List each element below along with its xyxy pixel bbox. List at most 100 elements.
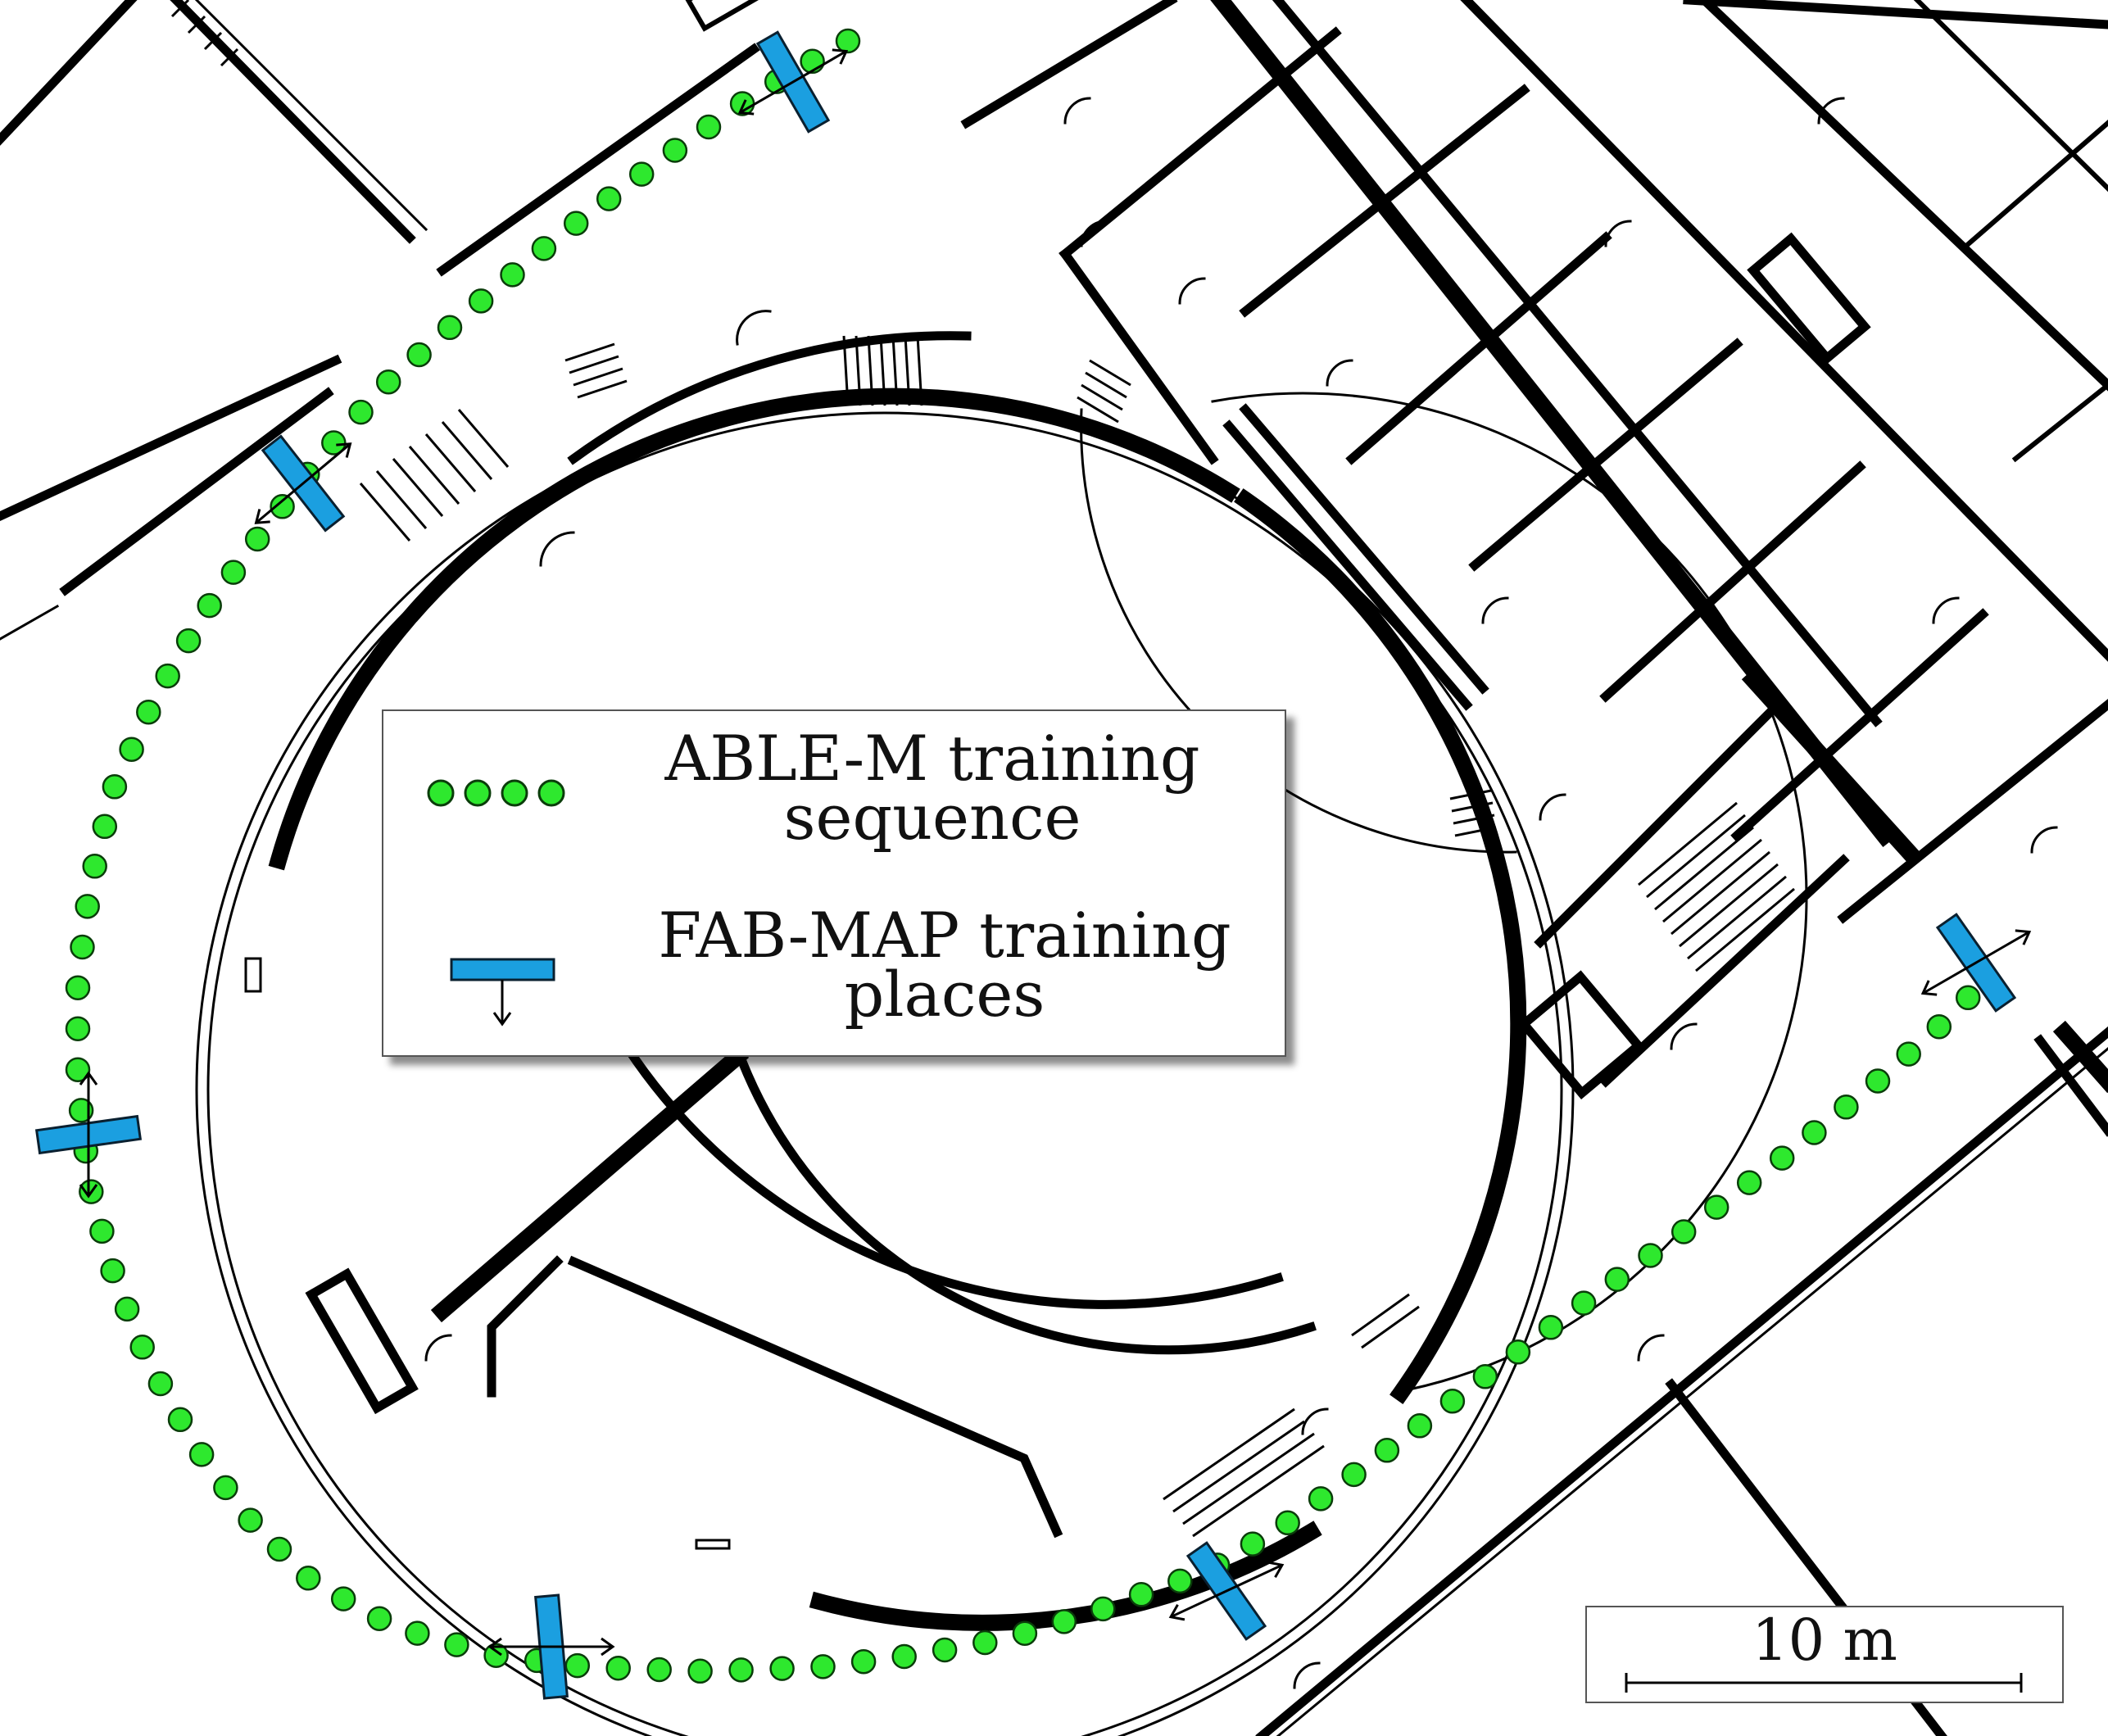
sequence-point [321, 430, 347, 456]
sequence-point [1671, 1219, 1697, 1244]
sequence-point [563, 211, 589, 236]
sequence-point [167, 1407, 193, 1433]
stair-circle-lower-right [1163, 1293, 1420, 1538]
stair-right-core [1638, 801, 1795, 972]
sequence-point [70, 934, 95, 960]
sequence-point [1308, 1486, 1334, 1512]
sequence-point [1834, 1095, 1859, 1120]
sequence-point [1472, 1364, 1498, 1389]
sequence-point [1736, 1170, 1762, 1195]
sequence-point [197, 592, 222, 619]
legend-able-line2: sequence [783, 781, 1081, 854]
stair-circle-upper-right [1077, 359, 1131, 424]
sequence-point [1407, 1413, 1433, 1439]
sequence-point [605, 1655, 631, 1681]
sequence-point [1341, 1462, 1367, 1488]
sequence-point [1538, 1315, 1564, 1340]
sequence-point [89, 1218, 115, 1244]
sequence-point [65, 975, 91, 1000]
sequence-point [266, 1536, 292, 1562]
able-m-sequence [65, 28, 1981, 1684]
sequence-point [1638, 1243, 1663, 1268]
sequence-point [728, 1657, 754, 1683]
sequence-point [800, 48, 825, 75]
sequence-point [531, 236, 557, 261]
legend-able-line1: ABLE-M training [664, 722, 1200, 795]
sequence-point [468, 288, 494, 314]
sequence-point [628, 161, 655, 187]
place-marker-icon [450, 958, 555, 1027]
direction-arrow-icon [254, 442, 352, 524]
direction-arrow-icon [79, 1071, 98, 1199]
sequence-point [348, 399, 374, 425]
scale-bar-line [1625, 1673, 2023, 1693]
sequence-point [405, 1620, 430, 1646]
sequence-point [444, 1632, 469, 1657]
sequence-point [972, 1629, 998, 1656]
sequence-point [102, 774, 128, 800]
direction-arrow-icon [1920, 929, 2032, 996]
building-lower-right [1255, 668, 2108, 1736]
green-dot-icon [427, 779, 565, 807]
sequence-point [119, 737, 144, 762]
sequence-point [500, 262, 525, 288]
sequence-point [596, 186, 622, 211]
sequence-point [92, 814, 118, 840]
sequence-point [1374, 1438, 1400, 1463]
sequence-point [188, 1442, 215, 1467]
stair-circle-top-left [564, 342, 628, 399]
sequence-point [375, 369, 401, 395]
direction-arrow-icon [1168, 1561, 1285, 1621]
sequence-point [220, 560, 247, 585]
sequence-point [1090, 1596, 1116, 1622]
sequence-point [1275, 1510, 1300, 1536]
building-upper-left [0, 0, 773, 641]
sequence-point [1012, 1620, 1038, 1646]
sequence-point [65, 1057, 91, 1082]
place-marker [737, 30, 849, 134]
legend-able-title: ABLE-M training sequence [629, 722, 1235, 854]
stair-upper-left [170, 0, 239, 67]
sequence-point [75, 894, 100, 919]
stair-circle-right [1449, 789, 1497, 837]
place-marker [34, 1071, 143, 1199]
sequence-point [238, 1507, 263, 1533]
sequence-point [1051, 1609, 1077, 1634]
sequence-point [270, 494, 295, 519]
sequence-point [810, 1654, 836, 1679]
sequence-point [835, 28, 861, 54]
circular-building [195, 331, 1808, 1736]
sequence-point [406, 342, 432, 368]
sequence-point [696, 114, 722, 140]
sequence-point [1703, 1194, 1729, 1220]
sequence-point [437, 315, 463, 341]
sequence-point [1571, 1290, 1597, 1316]
sequence-point [932, 1637, 958, 1663]
sequence-point [1896, 1041, 1921, 1067]
sequence-point [82, 854, 107, 879]
legend-fab-title: FAB-MAP training places [629, 899, 1260, 1026]
sequence-point [1505, 1339, 1531, 1365]
sequence-point [564, 1652, 591, 1679]
sequence-point [65, 1016, 91, 1041]
sequence-point [330, 1586, 356, 1611]
sequence-point [1865, 1068, 1891, 1094]
stair-circle-top [842, 335, 923, 406]
sequence-point [1167, 1568, 1193, 1594]
sequence-point [114, 1296, 140, 1322]
place-marker [1920, 913, 2032, 1013]
sequence-point [1240, 1531, 1266, 1557]
sequence-point [244, 526, 270, 552]
sequence-point [769, 1656, 795, 1681]
legend: ABLE-M training sequence FAB-MAP trainin… [382, 709, 1286, 1057]
door-swings [424, 97, 2058, 1689]
sequence-point [850, 1648, 877, 1675]
sequence-point [296, 1566, 321, 1591]
sequence-point [147, 1371, 174, 1397]
sequence-point [366, 1606, 392, 1631]
sequence-point [68, 1098, 94, 1123]
sequence-point [1926, 1013, 1952, 1040]
legend-fab-line1: FAB-MAP training [658, 899, 1231, 972]
sequence-point [1769, 1145, 1795, 1171]
